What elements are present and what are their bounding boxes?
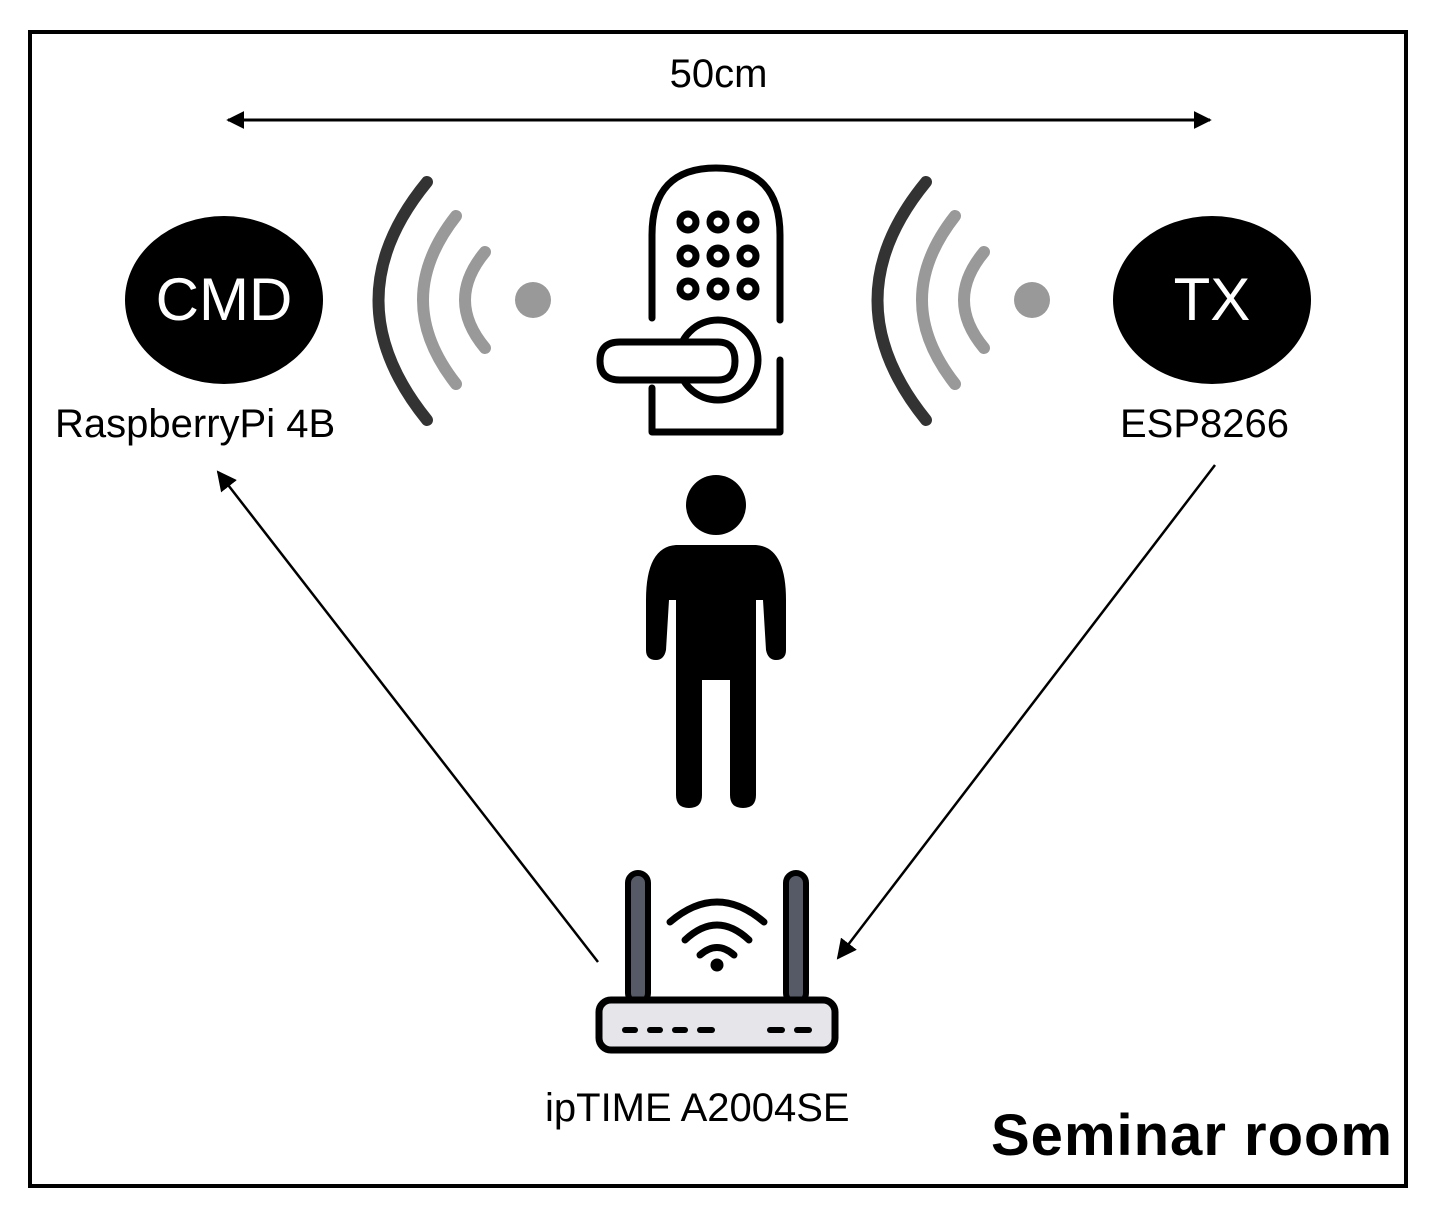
distance-label: 50cm — [669, 52, 768, 96]
router-device-label: ipTIME A2004SE — [545, 1086, 850, 1130]
tx-node — [1113, 216, 1311, 384]
tx-device-label: ESP8266 — [1120, 402, 1290, 446]
router-wifi-icon — [666, 898, 768, 972]
left-wifi-wave-icon — [372, 176, 551, 426]
room-border — [28, 30, 1408, 1188]
cmd-node — [125, 216, 323, 384]
cmd-device-label: RaspberryPi 4B — [55, 402, 336, 446]
cmd-node-label: CMD — [155, 266, 293, 333]
router-to-cmd-arrow — [216, 470, 599, 963]
router-icon — [595, 870, 839, 1054]
tx-to-router-arrow — [836, 464, 1216, 960]
right-wifi-wave-icon — [871, 176, 1050, 426]
room-label: Seminar room — [991, 1103, 1393, 1168]
person-icon — [646, 475, 786, 808]
tx-node-label: TX — [1173, 266, 1251, 333]
door-lock-icon — [596, 164, 784, 436]
